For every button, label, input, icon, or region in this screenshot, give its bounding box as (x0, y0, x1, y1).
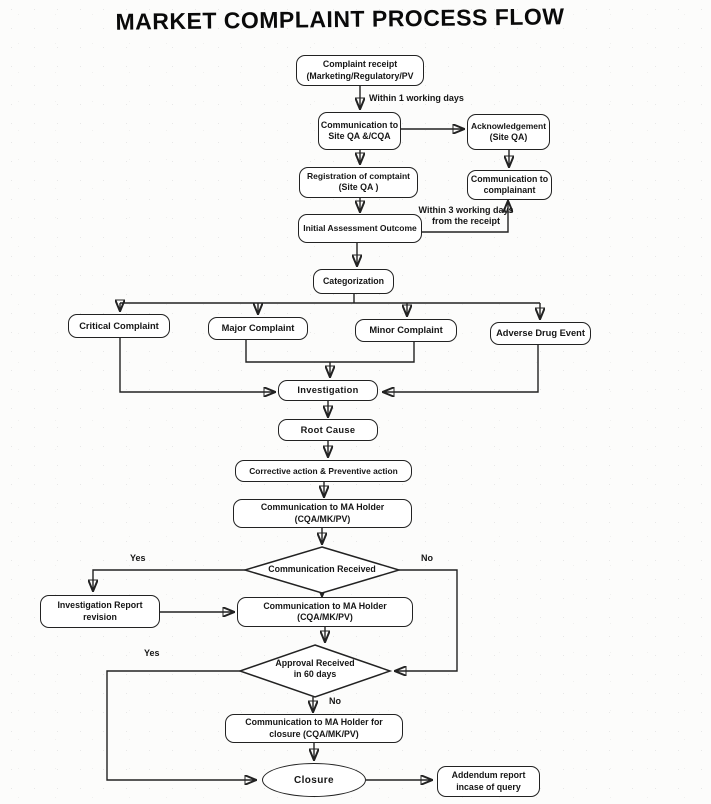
edge-major-minor-collector (245, 340, 415, 363)
edge-adverse-to-investigation (384, 345, 539, 392)
node-communication-ma-holder-2: Communication to MA Holder (CQA/MK/PV) (237, 597, 413, 627)
decision-communication-received-shape (242, 546, 402, 594)
edge-label-no-2: No (329, 696, 341, 706)
edge-label-within-3-working-days: Within 3 working days from the receipt (418, 205, 514, 226)
node-root-cause: Root Cause (278, 419, 378, 441)
node-complaint-receipt: Complaint receipt (Marketing/Regulatory/… (296, 55, 424, 86)
edge-critical-to-investigation (119, 338, 274, 392)
page-title: MARKET COMPLAINT PROCESS FLOW (115, 3, 565, 35)
node-communication-ma-holder-closure: Communication to MA Holder for closure (… (225, 714, 403, 743)
edge-initial-to-commcomplainant (422, 202, 508, 233)
edge-label-within-1-working-days: Within 1 working days (369, 93, 464, 103)
edge-label-yes-2: Yes (144, 648, 160, 658)
node-investigation-report-revision: Investigation Report revision (40, 595, 160, 628)
edge-label-yes-1: Yes (130, 553, 146, 563)
node-communication-ma-holder-1: Communication to MA Holder (CQA/MK/PV) (233, 499, 412, 528)
decision-approval-received-shape (237, 644, 393, 698)
node-critical-complaint: Critical Complaint (68, 314, 170, 338)
node-addendum-report: Addendum report incase of query (437, 766, 540, 797)
edge-label-no-1: No (421, 553, 433, 563)
node-communication-to-complainant: Communication to complainant (467, 170, 552, 200)
node-major-complaint: Major Complaint (208, 317, 308, 340)
decision-approval-received-label: Approval Received in 60 days (275, 658, 355, 679)
node-adverse-drug-event: Adverse Drug Event (490, 322, 591, 345)
node-investigation: Investigation (278, 380, 378, 401)
node-communication-site-qa: Communication to Site QA &/CQA (318, 112, 401, 150)
edge-decision2-yes (106, 670, 255, 780)
node-acknowledgement: Acknowledgement (Site QA) (467, 114, 550, 150)
node-corrective-preventive-action: Corrective action & Preventive action (235, 460, 412, 482)
node-registration-of-complaint: Registration of comptaint (Site QA ) (299, 167, 418, 198)
decision-communication-received-label: Communication Received (268, 564, 376, 574)
node-closure: Closure (262, 763, 366, 797)
edge-decision1-no (396, 569, 458, 671)
node-categorization: Categorization (313, 269, 394, 294)
edge-decision1-yes (93, 569, 245, 590)
node-minor-complaint: Minor Complaint (355, 319, 457, 342)
node-initial-assessment-outcome: Initial Assessment Outcome (298, 214, 422, 243)
